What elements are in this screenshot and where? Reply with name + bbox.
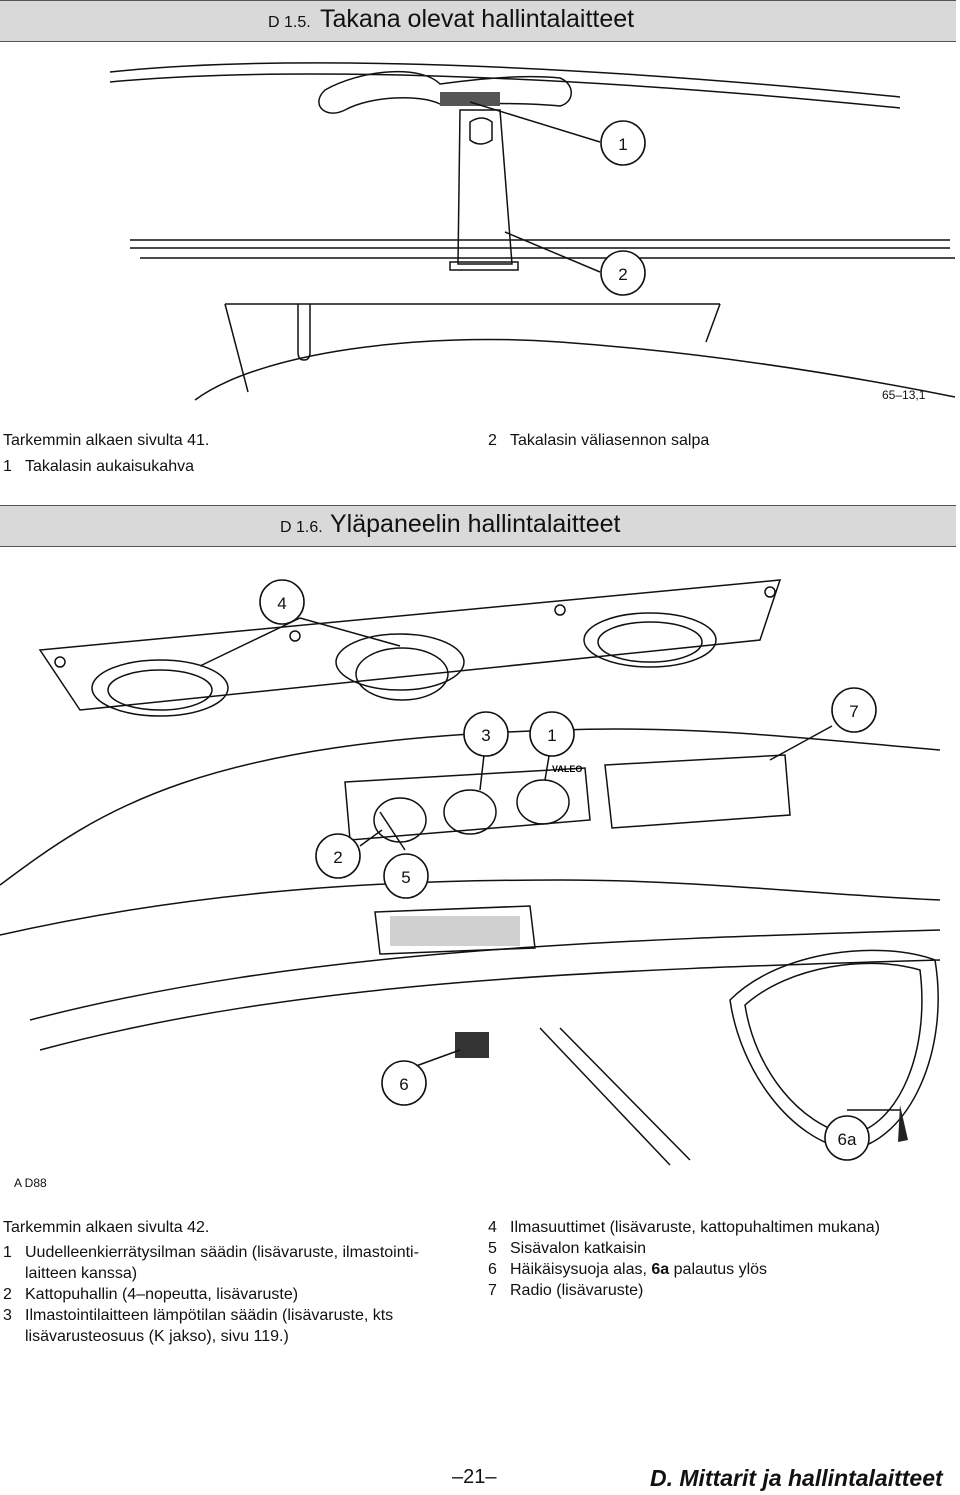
- figure-reference: 65–13,1: [882, 388, 926, 402]
- section-number: D 1.5.: [268, 14, 311, 31]
- page-number: –21–: [452, 1466, 497, 1488]
- callout-7: 7: [831, 687, 877, 733]
- panel-brand: VALEO: [552, 764, 582, 774]
- section-title: Yläpaneelin hallintalaitteet: [330, 510, 621, 538]
- callout-4: 4: [259, 579, 305, 625]
- svg-text:6: 6: [399, 1075, 408, 1094]
- section-header-d15: D 1.5. Takana olevat hallintalaitteet: [0, 0, 956, 42]
- section2-intro: Tarkemmin alkaen sivulta 42.: [3, 1219, 210, 1236]
- svg-text:1: 1: [547, 726, 556, 745]
- callout-3: 3: [463, 711, 509, 757]
- chapter-title: D. Mittarit ja hallintalaitteet: [650, 1465, 943, 1491]
- section-title: Takana olevat hallintalaitteet: [320, 5, 635, 33]
- figure-reference: A D88: [14, 1176, 47, 1190]
- svg-text:5: 5: [401, 868, 410, 887]
- section-header-d16: D 1.6. Yläpaneelin hallintalaitteet: [0, 505, 956, 547]
- callout-1: 1: [600, 120, 646, 166]
- callout-5: 5: [383, 853, 429, 899]
- section-number: D 1.6.: [280, 519, 323, 536]
- section1-intro: Tarkemmin alkaen sivulta 41.: [3, 432, 210, 449]
- svg-text:6a: 6a: [838, 1130, 857, 1149]
- svg-text:7: 7: [849, 702, 858, 721]
- callout-1: 1: [529, 711, 575, 757]
- rear-controls-illustration: 1 2: [109, 62, 956, 401]
- overhead-panel-illustration: VALEO 4 3 1 7 2 5 6 6a: [0, 579, 941, 1166]
- svg-text:2: 2: [333, 848, 342, 867]
- svg-text:1: 1: [618, 135, 627, 154]
- svg-text:4: 4: [277, 594, 286, 613]
- callout-2: 2: [600, 250, 646, 296]
- svg-text:3: 3: [481, 726, 490, 745]
- callout-6a: 6a: [824, 1115, 870, 1161]
- callout-6: 6: [381, 1060, 427, 1106]
- callout-2: 2: [315, 833, 361, 879]
- svg-text:2: 2: [618, 265, 627, 284]
